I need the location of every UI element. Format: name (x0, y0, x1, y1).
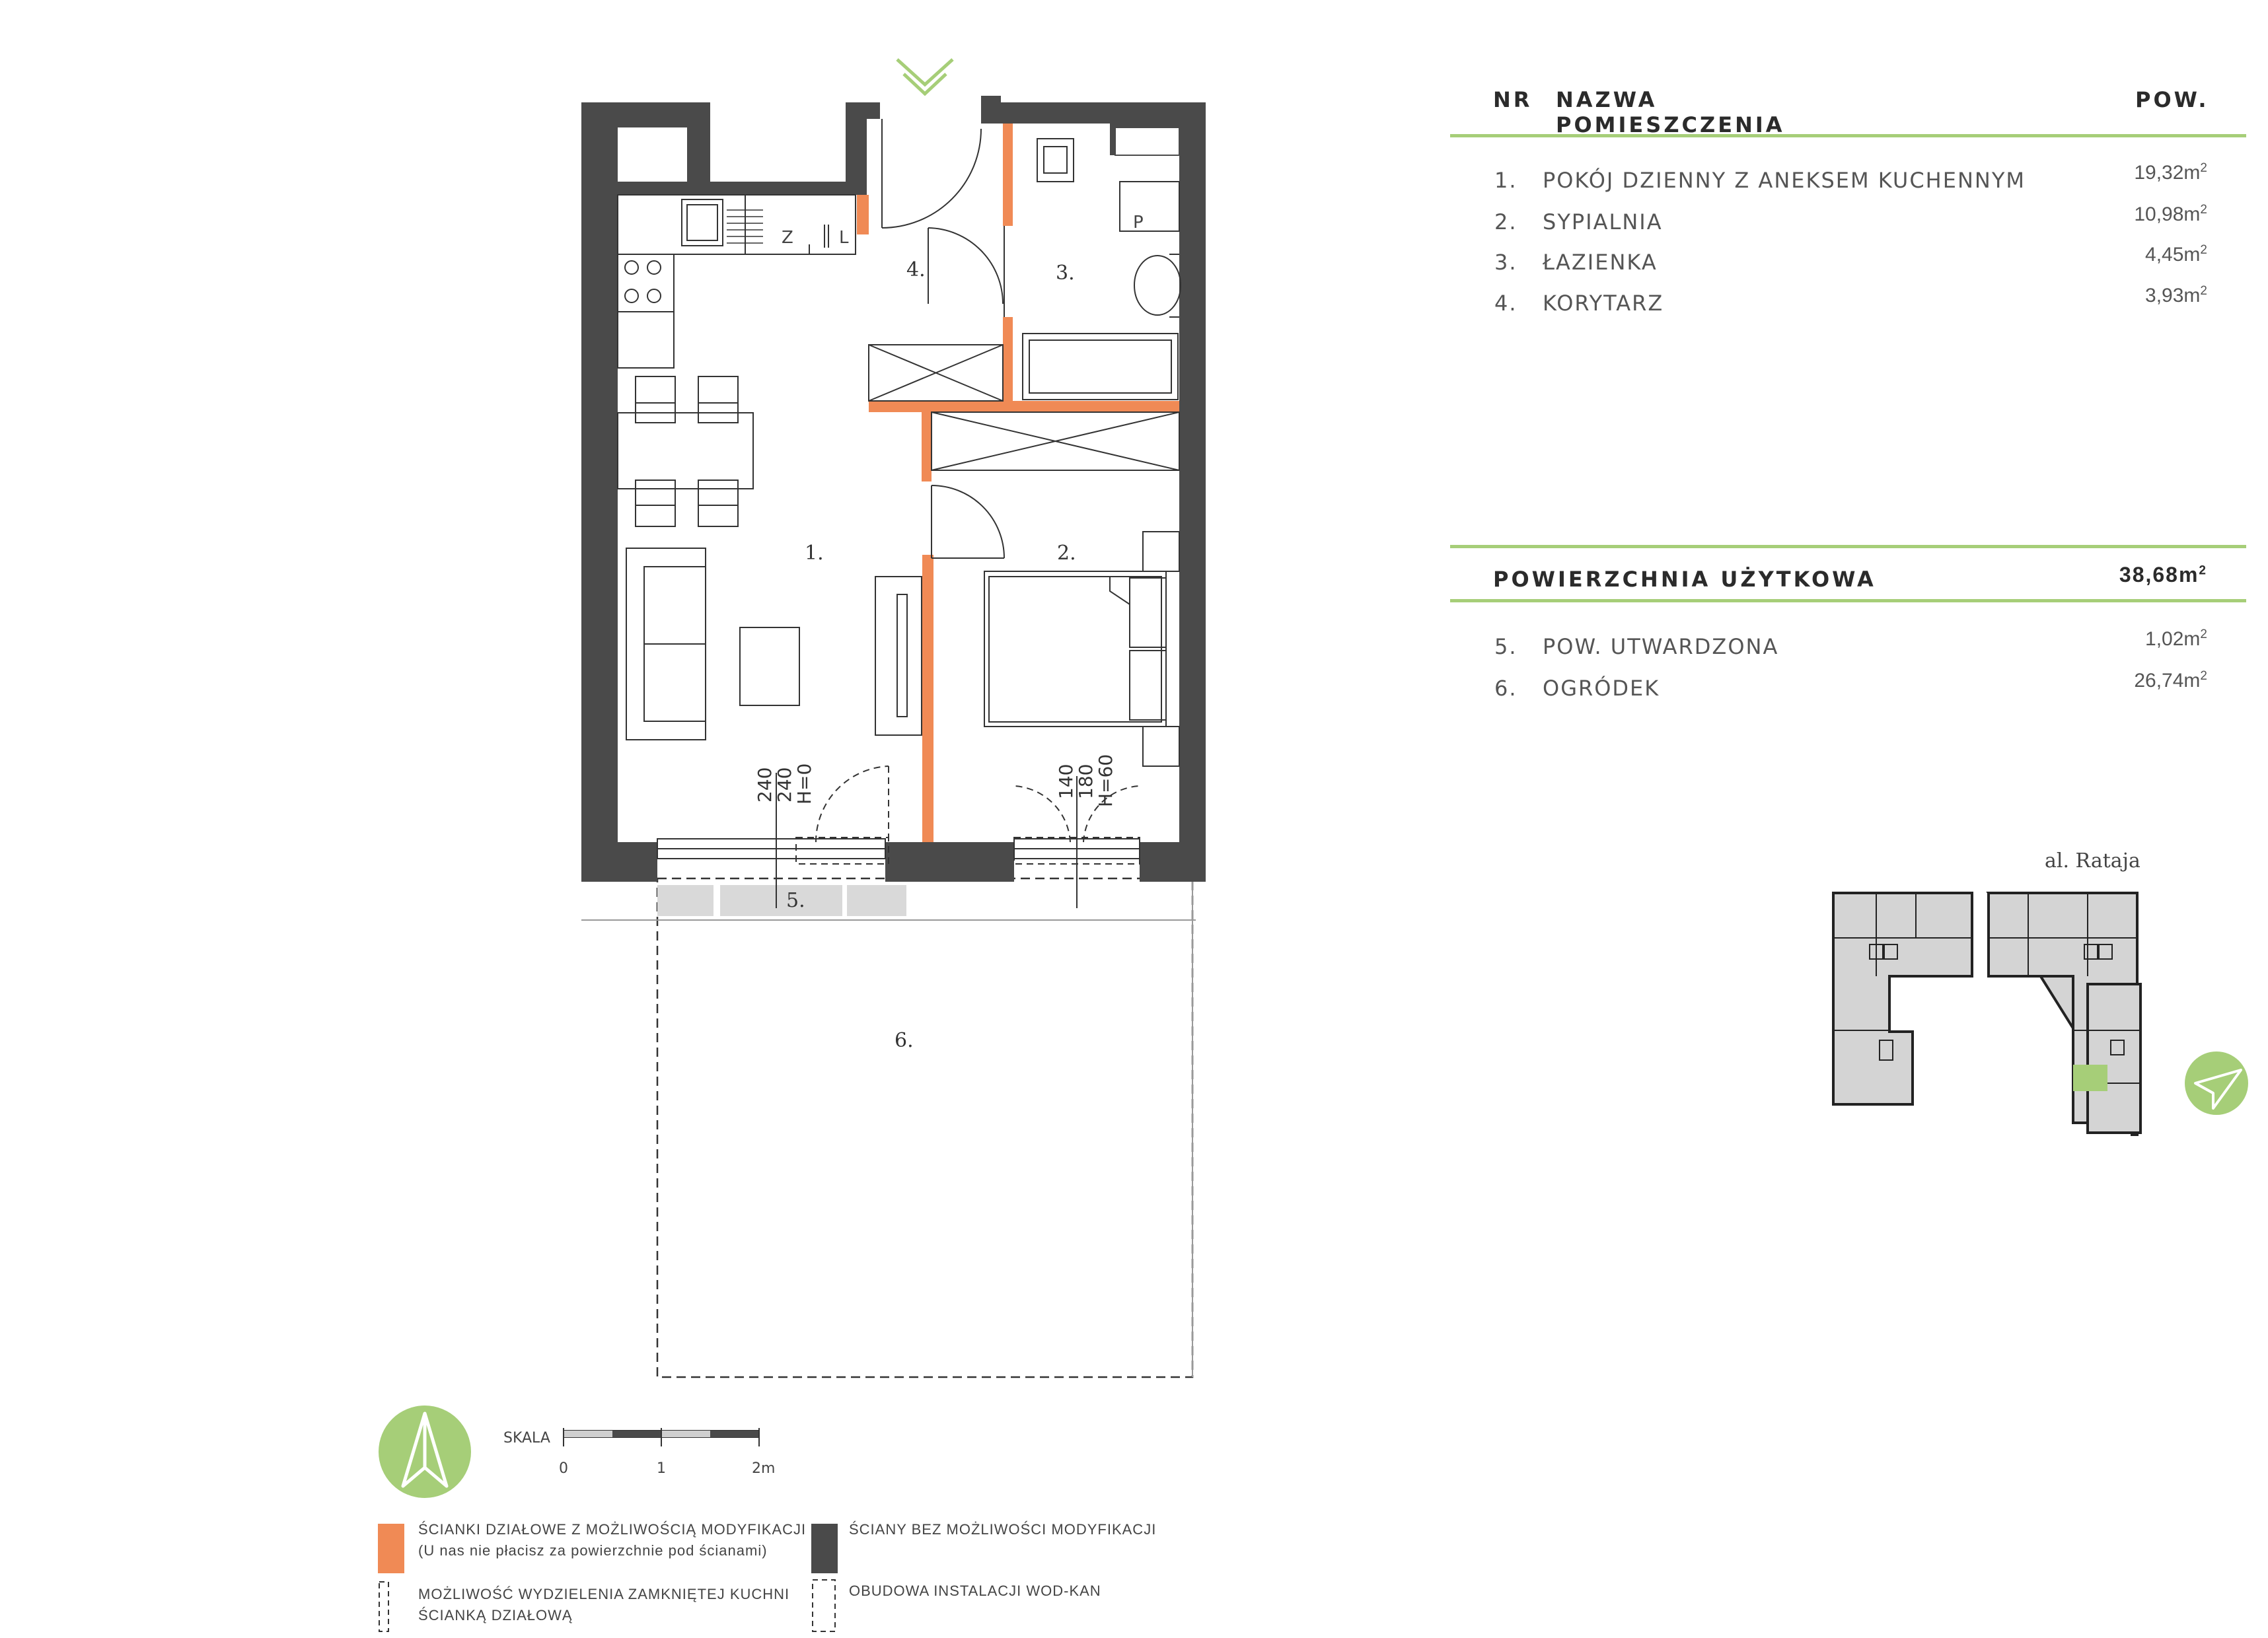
extra-nr: 6. (1494, 676, 1518, 701)
room-label-6: 6. (895, 1029, 914, 1052)
fridge-label: Z (782, 228, 793, 248)
room-area: 4,45m2 (2145, 243, 2207, 266)
legend-orange-text: ŚCIANKI DZIAŁOWE Z MOŻLIWOŚCIĄ MODYFIKAC… (418, 1519, 806, 1561)
window2-dim-c: H=60 (1095, 754, 1116, 807)
room-label-5: 5. (786, 889, 805, 912)
window2-dim-a: 140 (1055, 764, 1077, 799)
entrance-chevron-icon (896, 58, 954, 96)
window1-dim-c: H=0 (793, 764, 815, 804)
room-area: 3,93m2 (2145, 284, 2207, 306)
room-label-3: 3. (1056, 262, 1075, 285)
legend-kitchen-text: MOŻLIWOŚĆ WYDZIELENIA ZAMKNIĘTEJ KUCHNI … (418, 1584, 789, 1626)
legend-orange-swatch (378, 1524, 404, 1573)
plan-north-arrow-icon (379, 1406, 471, 1498)
room-name: POKÓJ DZIENNY Z ANEKSEM KUCHENNYM (1543, 168, 2026, 193)
street-label: al. Rataja (2045, 849, 2140, 872)
col-name-header: NAZWA POMIESZCZENIA (1556, 87, 1785, 137)
apartment-location-marker (2073, 1065, 2107, 1091)
wc-label: P (1133, 213, 1144, 232)
extra-nr: 5. (1494, 634, 1518, 659)
legend-orange-line1: ŚCIANKI DZIAŁOWE Z MOŻLIWOŚCIĄ MODYFIKAC… (418, 1521, 807, 1538)
room-nr: 1. (1494, 168, 1518, 193)
legend-kitchen-swatch (379, 1581, 389, 1632)
legend-dark-text: ŚCIANY BEZ MOŻLIWOŚCI MODYFIKACJI (849, 1521, 1157, 1538)
window2-dim-b: 180 (1075, 764, 1097, 799)
legend-kitchen-line1: MOŻLIWOŚĆ WYDZIELENIA ZAMKNIĘTEJ KUCHNI (418, 1586, 790, 1602)
room-label-4: 4. (906, 258, 926, 281)
room-label-2: 2. (1057, 542, 1076, 565)
col-nr-header: NR (1493, 87, 1533, 112)
room-name: SYPIALNIA (1543, 209, 1663, 234)
room-area: 10,98m2 (2134, 203, 2207, 225)
col-area-header: POW. (2135, 87, 2209, 112)
usable-area-value: 38,68m2 (2119, 563, 2207, 587)
structural-walls (581, 96, 1206, 882)
legend-kitchen-line2: ŚCIANKĄ DZIAŁOWĄ (418, 1607, 573, 1623)
extra-name: OGRÓDEK (1543, 676, 1660, 701)
north-arrow-icon (2185, 1051, 2248, 1115)
table-header-rule (1450, 134, 2246, 137)
room-nr: 2. (1494, 209, 1518, 234)
usable-bottom-rule (1450, 599, 2246, 602)
room-area: 19,32m2 (2134, 161, 2207, 184)
garden-outline (656, 877, 1194, 1378)
scale-tick-0: 0 (559, 1460, 568, 1477)
terrace-slabs (657, 885, 906, 916)
extra-area: 1,02m2 (2145, 627, 2207, 650)
window1-dim-b: 240 (774, 767, 795, 802)
room-nr: 4. (1494, 291, 1518, 316)
room-name: ŁAZIENKA (1543, 250, 1658, 275)
washer-label: L (839, 228, 849, 248)
legend-install-text: OBUDOWA INSTALACJI WOD-KAN (849, 1583, 1101, 1599)
building-location-map (1832, 892, 2142, 1136)
extra-area: 26,74m2 (2134, 669, 2207, 692)
usable-top-rule (1450, 545, 2246, 548)
scale-tick-1: 1 (657, 1460, 666, 1477)
window1-dim-a: 240 (754, 767, 776, 802)
room-label-1: 1. (805, 542, 824, 565)
extra-name: POW. UTWARDZONA (1543, 634, 1779, 659)
legend-install-swatch (812, 1579, 836, 1632)
room-name: KORYTARZ (1543, 291, 1664, 316)
scale-label: SKALA (503, 1430, 550, 1446)
scale-tick-2: 2m (752, 1460, 775, 1477)
legend-dark-swatch (811, 1524, 838, 1573)
partition-walls (857, 124, 1179, 842)
room-nr: 3. (1494, 250, 1518, 275)
legend-orange-line2: (U nas nie płacisz za powierzchnie pod ś… (418, 1542, 768, 1559)
usable-area-label: POWIERZCHNIA UŻYTKOWA (1493, 567, 1876, 592)
scale-bar (563, 1428, 760, 1446)
